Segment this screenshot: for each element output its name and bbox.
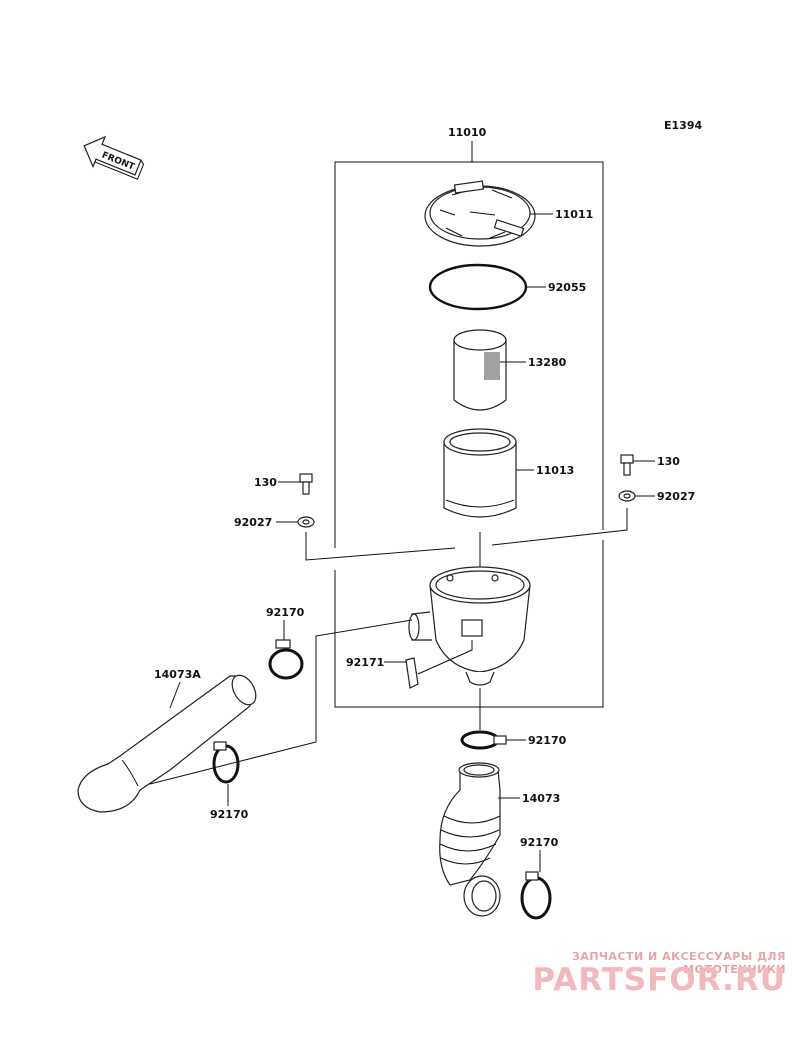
label-130-right: 130 bbox=[657, 455, 680, 468]
intake-duct: 14073A bbox=[77, 619, 413, 813]
front-arrow-icon: FRONT bbox=[83, 135, 145, 180]
assembly-bracket: 11010 bbox=[334, 126, 604, 708]
clamp-upper-left: 92170 bbox=[266, 606, 305, 680]
o-ring: 92055 bbox=[428, 263, 586, 311]
label-92170-center: 92170 bbox=[528, 734, 567, 747]
clamp-right: 92170 bbox=[520, 836, 559, 920]
label-92027-left: 92027 bbox=[234, 516, 272, 529]
label-14073A: 14073A bbox=[154, 668, 201, 681]
watermark-logo: PARTSFOR.RU bbox=[532, 962, 786, 998]
label-130-left: 130 bbox=[254, 476, 277, 489]
label-11010: 11010 bbox=[448, 126, 487, 139]
outer-filter-element: 11013 bbox=[443, 428, 574, 518]
air-cleaner-cover: 11011 bbox=[424, 180, 593, 247]
clamp-center: 92170 bbox=[460, 730, 567, 750]
left-washer: 92027 bbox=[234, 516, 456, 561]
label-14073: 14073 bbox=[522, 792, 560, 805]
right-washer: 92027 bbox=[491, 490, 695, 546]
label-92170-lower-left: 92170 bbox=[210, 808, 249, 821]
label-92170-upper-left: 92170 bbox=[266, 606, 305, 619]
air-cleaner-case bbox=[408, 566, 531, 730]
label-92055: 92055 bbox=[548, 281, 586, 294]
hose: 14073 bbox=[439, 762, 560, 917]
clamp-lower-left: 92170 bbox=[210, 741, 249, 821]
diagram-code: E1394 bbox=[664, 119, 702, 132]
label-92027-right: 92027 bbox=[657, 490, 695, 503]
label-11013: 11013 bbox=[536, 464, 574, 477]
label-11011: 11011 bbox=[555, 208, 593, 221]
inner-filter-element: 13280 bbox=[453, 329, 567, 411]
watermark-tagline: ЗАПЧАСТИ И АКСЕССУАРЫ ДЛЯ МОТОТЕХНИКИ bbox=[571, 950, 786, 976]
label-92170-right: 92170 bbox=[520, 836, 559, 849]
right-bolt: 130 bbox=[620, 454, 680, 476]
label-92171: 92171 bbox=[346, 656, 384, 669]
left-bolt: 130 bbox=[254, 473, 313, 495]
clip: 92171 bbox=[346, 640, 473, 689]
label-13280: 13280 bbox=[528, 356, 567, 369]
